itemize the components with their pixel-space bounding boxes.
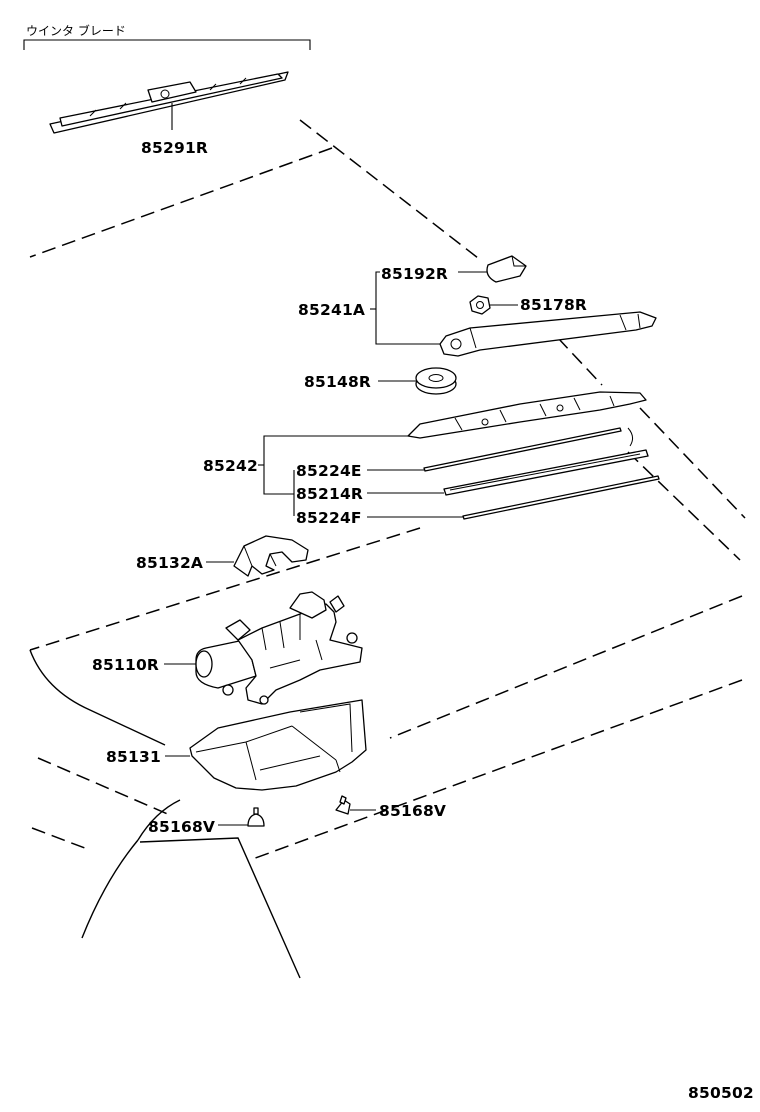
blade-group-label: ウインタ ブレード [26,23,126,38]
label-85192R: 85192R [381,265,448,283]
wiper-blade-part [49,71,289,134]
label-85224E: 85224E [296,462,362,480]
label-85148R: 85148R [304,373,371,391]
label-85241A: 85241A [298,301,365,319]
seal-part [415,367,457,395]
nut-part [469,295,491,315]
label-85178R: 85178R [520,296,587,314]
label-85291R: 85291R [141,139,208,157]
rubber-strips [423,427,660,520]
label-85131: 85131 [106,748,161,766]
blade-group-bracket: ウインタ ブレード [23,23,311,50]
vehicle-body-outline [29,119,746,979]
label-85214R: 85214R [296,485,363,503]
cover-part [233,535,309,577]
label-85224F: 85224F [296,509,362,527]
wiper-arm-part [439,311,657,357]
label-85110R: 85110R [92,656,159,674]
label-85242: 85242 [203,457,258,475]
label-85168V-right: 85168V [379,802,446,820]
label-85168V-left: 85168V [148,818,215,836]
blade-assembly-part [407,391,647,439]
bracket-part [189,699,367,791]
clip-right-part [335,795,351,815]
label-85132A: 85132A [136,554,203,572]
motor-part [195,591,363,705]
diagram-code: 850502 [688,1084,754,1102]
clip-left-part [247,807,265,827]
cap-part [486,255,527,283]
